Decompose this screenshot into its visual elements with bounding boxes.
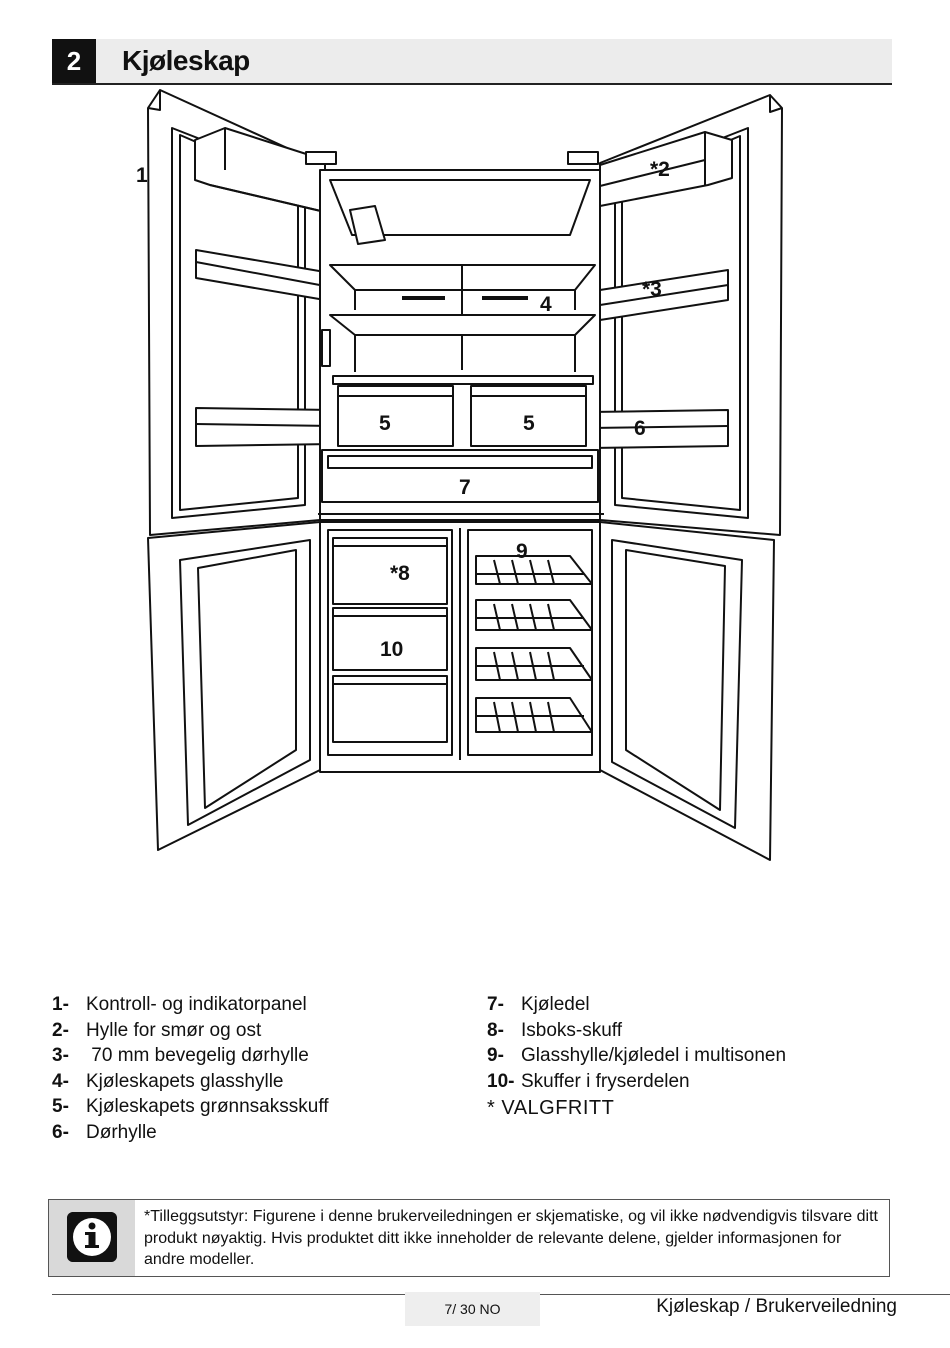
callout-2: *2	[650, 158, 670, 181]
legend-number: 1-	[52, 994, 69, 1015]
legend-number: 5-	[52, 1096, 69, 1118]
left-lower-door	[147, 521, 321, 851]
legend-label: Kjøleskapets glasshylle	[86, 1070, 284, 1092]
legend-item: 6- Dørhylle	[52, 1120, 329, 1146]
multizone-shelves	[475, 555, 593, 733]
legend-number: 8-	[487, 1019, 504, 1041]
optional-note: * VALGFRITT	[487, 1097, 615, 1120]
legend-item: 5- Kjøleskapets grønnsaksskuff	[52, 1094, 329, 1120]
legend-label: 70 mm bevegelig dørhylle	[86, 1045, 309, 1067]
legend-item: 1- Kontroll- og indikatorpanel	[52, 992, 329, 1018]
legend-number: 10-	[487, 1070, 515, 1092]
legend-number: 2-	[52, 1019, 69, 1041]
legend-label: Hylle for smør og ost	[86, 1019, 262, 1041]
legend-label: Kjøledel	[521, 994, 590, 1015]
legend-item: 2- Hylle for smør og ost	[52, 1018, 329, 1044]
legend-label: Skuffer i fryserdelen	[521, 1070, 690, 1092]
legend-item: 4- Kjøleskapets glasshylle	[52, 1069, 329, 1095]
left-upper-door	[147, 89, 335, 536]
callout-1: 1	[136, 164, 148, 187]
fridge-compartment	[305, 151, 604, 521]
legend-label: Glasshylle/kjøledel i multisonen	[521, 1045, 787, 1067]
callout-8: *8	[390, 562, 410, 585]
callout-5b: 5	[523, 412, 535, 435]
callout-9: 9	[516, 540, 528, 563]
callout-10: 10	[380, 638, 403, 661]
legend-label: Kjøleskapets grønnsaksskuff	[86, 1096, 329, 1118]
right-upper-door	[589, 94, 783, 536]
callout-7: 7	[459, 476, 471, 499]
legend-number: 4-	[52, 1070, 69, 1092]
legend-number: 7-	[487, 994, 504, 1015]
callout-4: 4	[540, 293, 552, 316]
refrigerator-diagram: 1 *2 *3 4 5 5 6 7 *8 9 10	[136, 89, 783, 861]
info-icon-cell	[49, 1200, 135, 1276]
callout-5a: 5	[379, 412, 391, 435]
page-number: 7/ 30 NO	[405, 1292, 540, 1326]
right-lower-door	[599, 521, 775, 861]
legend-label: Dørhylle	[86, 1121, 157, 1143]
legend-number: 9-	[487, 1045, 504, 1067]
info-note: *Tilleggsutstyr: Figurene i denne bruker…	[48, 1199, 890, 1277]
freezer-compartment	[319, 521, 601, 773]
legend-item: 3- 70 mm bevegelig dørhylle	[52, 1043, 329, 1069]
legend-item: 9- Glasshylle/kjøledel i multisonen	[487, 1043, 786, 1069]
legend-item: 7- Kjøledel	[487, 992, 786, 1018]
callout-3: *3	[642, 278, 662, 301]
legend-item: 8- Isboks-skuff	[487, 1018, 786, 1044]
legend-number: 3-	[52, 1045, 69, 1067]
section-header: 2 Kjøleskap	[52, 39, 892, 85]
legend-item: 10- Skuffer i fryserdelen	[487, 1069, 786, 1095]
legend-left: 1- Kontroll- og indikatorpanel 2- Hylle fo…	[52, 992, 329, 1146]
section-title: Kjøleskap	[122, 45, 250, 76]
legend-number: 6-	[52, 1121, 69, 1143]
info-icon	[67, 1212, 117, 1262]
callout-6: 6	[634, 417, 646, 440]
legend-right: 7- Kjøledel 8- Isboks-skuff 9- Glasshylle/k…	[487, 992, 786, 1122]
legend-label: Isboks-skuff	[521, 1019, 623, 1041]
section-number: 2	[52, 39, 96, 83]
note-text: *Tilleggsutstyr: Figurene i denne bruker…	[144, 1208, 878, 1268]
footer-title: Kjøleskap / Brukerveiledning	[656, 1296, 897, 1317]
legend-label: Kontroll- og indikatorpanel	[86, 994, 307, 1015]
